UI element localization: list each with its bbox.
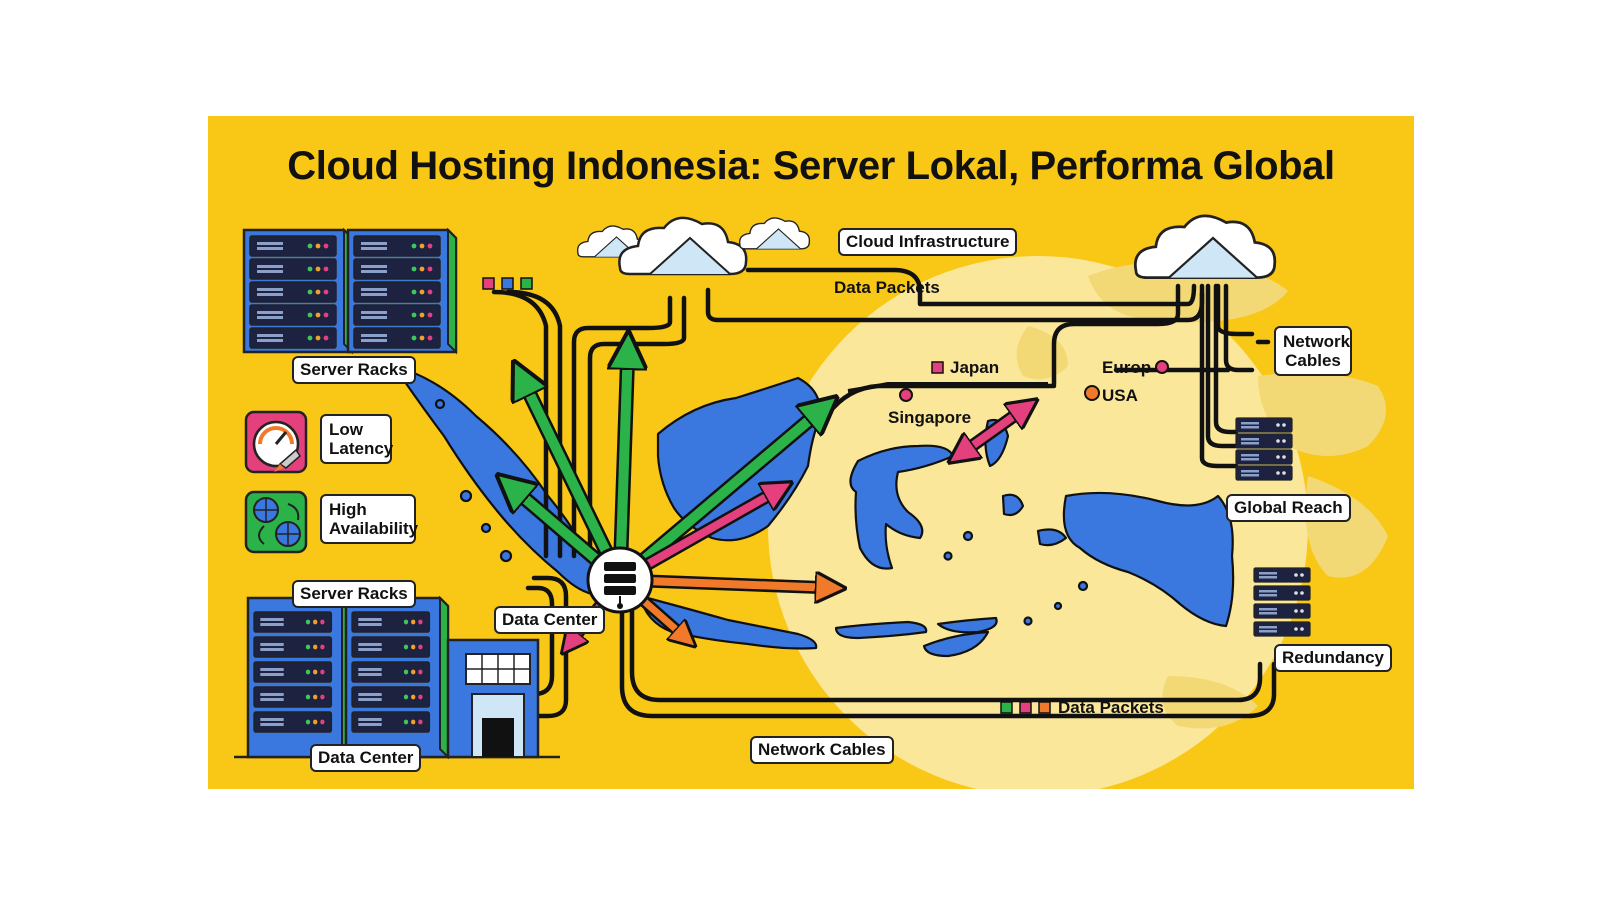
- label-redundancy: Redundancy: [1274, 644, 1393, 672]
- route-singapore-usa: [847, 382, 1048, 393]
- data-packets-bottom-squares: [1000, 701, 1051, 714]
- server-rack-icon: [353, 235, 441, 349]
- data-center-hub: [586, 546, 654, 614]
- label-usa: USA: [1102, 386, 1138, 405]
- label-singapore: Singapore: [888, 408, 972, 427]
- node-europ: [1155, 360, 1169, 374]
- network-diagram: [234, 214, 1388, 789]
- label-data-center-building: Data Center: [310, 744, 422, 772]
- label-server-racks-bottom: Server Racks: [292, 580, 416, 608]
- label-low-latency: Low Latency: [320, 414, 393, 464]
- server-rack-icon: [249, 235, 337, 349]
- node-usa: [1084, 385, 1100, 401]
- server-rack-icon: [253, 611, 333, 733]
- speedometer-rocket-icon: [244, 410, 308, 474]
- label-high-availability: High Availability: [320, 494, 418, 544]
- node-japan: [931, 361, 944, 374]
- label-data-packets-top: Data Packets: [834, 278, 940, 297]
- network-cables: [491, 267, 1277, 719]
- label-global-reach: Global Reach: [1226, 494, 1351, 522]
- label-japan: Japan: [950, 358, 1000, 377]
- label-data-packets-bottom: Data Packets: [1058, 698, 1164, 717]
- globe-sync-icon: [244, 490, 308, 554]
- server-hub-icon: [604, 562, 636, 609]
- server-racks-top: [242, 227, 458, 355]
- server-rack-icon: [351, 611, 431, 733]
- label-network-cables-right: Network Cables: [1274, 326, 1352, 376]
- node-singapore: [899, 388, 913, 402]
- infographic-canvas: Cloud Hosting Indonesia: Server Lokal, P…: [208, 116, 1414, 789]
- label-europ: Europ: [1102, 358, 1152, 377]
- page-title: Cloud Hosting Indonesia: Server Lokal, P…: [287, 144, 1335, 188]
- label-cloud-infrastructure: Cloud Infrastructure: [838, 228, 1018, 256]
- label-data-center-hub: Data Center: [494, 606, 606, 634]
- label-server-racks-top: Server Racks: [292, 356, 416, 384]
- label-network-cables-bottom: Network Cables: [750, 736, 894, 764]
- data-center-building: [234, 595, 560, 760]
- data-packets-top-squares: [482, 277, 533, 290]
